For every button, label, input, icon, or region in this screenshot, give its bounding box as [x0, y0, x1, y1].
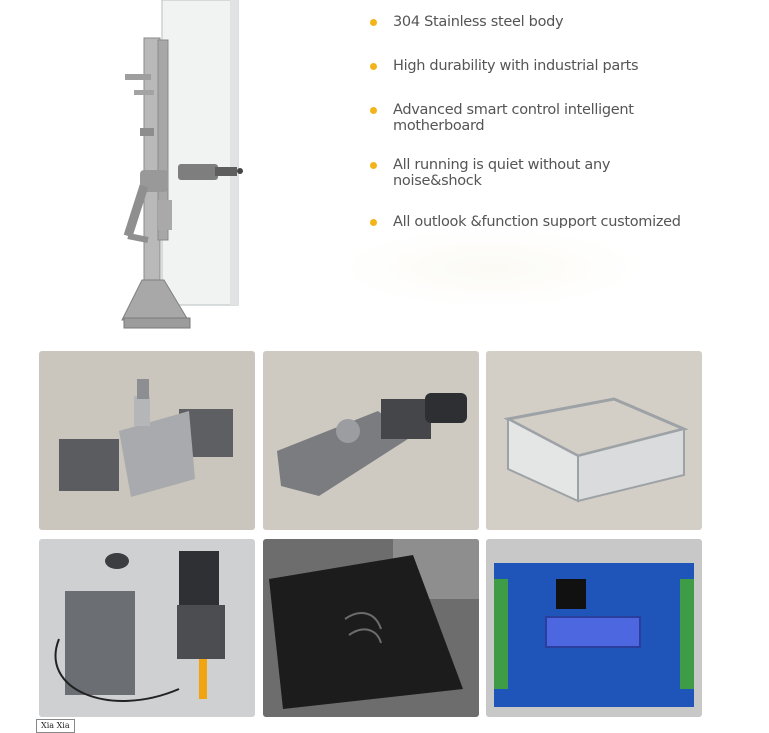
feature-list: 304 Stainless steel body High durability…: [362, 8, 732, 230]
feature-text: High durability with industrial parts: [393, 58, 639, 74]
gallery-tile-card-reader: [263, 539, 479, 717]
bullet-icon: [370, 63, 377, 70]
feature-text: All running is quiet without any noise&s…: [393, 157, 611, 189]
gallery-tile-dc-motors: [39, 539, 255, 717]
feature-text: 304 Stainless steel body: [393, 14, 564, 30]
image-alt-text: Xia Xia: [36, 719, 75, 733]
floor-reflection: [340, 228, 640, 308]
control-board-image: [486, 539, 702, 717]
feature-item: All outlook &function support customized: [362, 214, 732, 230]
feature-text: Advanced smart control intelligent mothe…: [393, 102, 634, 134]
gallery-tile-control-board: [486, 539, 702, 717]
feature-item: High durability with industrial parts: [362, 58, 732, 74]
gallery-tile-transparent-case: [486, 351, 702, 530]
gallery-tile-gearbox-motor: [39, 351, 255, 530]
bullet-icon: [370, 107, 377, 114]
feature-text: All outlook &function support customized: [393, 214, 681, 230]
feature-item: All running is quiet without any noise&s…: [362, 157, 638, 189]
transparent-case-image: [486, 351, 702, 530]
feature-item: 304 Stainless steel body: [362, 14, 732, 30]
gear-housing-image: [263, 351, 479, 530]
bullet-icon: [370, 219, 377, 226]
feature-item: Advanced smart control intelligent mothe…: [362, 102, 638, 134]
turnstile-mechanism-image: [100, 0, 260, 340]
bullet-icon: [370, 162, 377, 169]
bullet-icon: [370, 19, 377, 26]
card-reader-image: [263, 539, 479, 717]
gallery-tile-gear-housing: [263, 351, 479, 530]
dc-motors-image: [39, 539, 255, 717]
gearbox-motor-image: [39, 351, 255, 530]
